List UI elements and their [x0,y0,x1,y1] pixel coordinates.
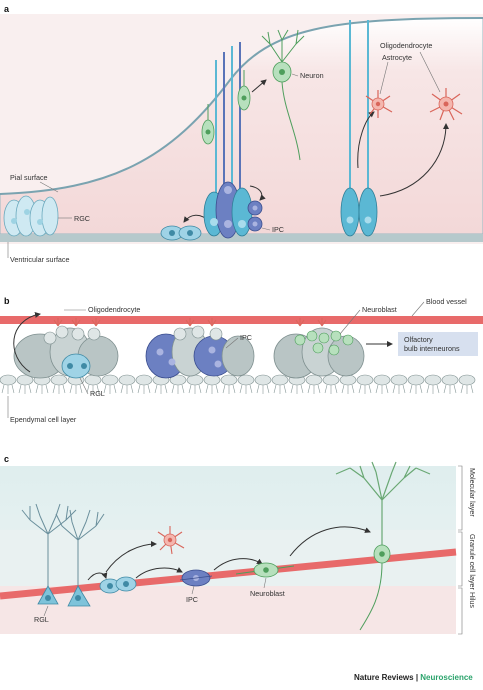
niche-cluster-left [14,318,118,378]
label-hilus: Hilus [468,592,477,608]
label-molecular-layer: Molecular layer [468,468,477,517]
label-neuroblast-c: Neuroblast [250,589,285,598]
ependymal-cilia [240,385,252,394]
ependymal-cell [323,375,339,385]
label-rgl-b: RGL [90,389,105,398]
hilus-band [0,586,456,634]
ependymal-cell [442,375,458,385]
ependymal-cell [340,375,356,385]
layer-brackets [458,466,462,634]
ependymal-cilia [427,385,439,394]
ependymal-cell [187,375,203,385]
label-ipc-a: IPC [272,225,284,234]
ependymal-cilia [461,385,473,394]
panel-a: a Pial surface RGC Ventricular surface [0,4,483,264]
ependymal-cilia [155,385,167,394]
ependymal-cell [459,375,475,385]
rgl-progeny-c [100,577,136,593]
ependymal-cell [221,375,237,385]
ependymal-cell [204,375,220,385]
ependymal-cell [102,375,118,385]
label-oligodendrocyte-b: Oligodendrocyte [88,305,140,314]
label-oligodendrocyte-a: Oligodendrocyte [380,41,432,50]
ependymal-cilia [2,385,14,394]
label-neuron: Neuron [300,71,324,80]
ependymal-cell [238,375,254,385]
ependymal-cilia [376,385,388,394]
credit-section: Neuroscience [420,673,473,682]
niche-cluster-right [274,318,364,378]
label-astrocyte: Astrocyte [382,53,412,62]
leader-blood-vessel [412,302,424,316]
ependymal-cilia [325,385,337,394]
ependymal-cilia [359,385,371,394]
ependymal-cilia [410,385,422,394]
label-granule-cell-layer: Granule cell layer [468,534,477,591]
ependymal-cilia [189,385,201,394]
ependymal-cilia [36,385,48,394]
credit-separator: | [414,673,421,682]
label-ipc-b: IPC [240,333,252,342]
label-olfactory-line2: bulb interneurons [404,344,460,353]
ependymal-cell [272,375,288,385]
panel-b-letter: b [4,296,10,306]
ependymal-cell [357,375,373,385]
ependymal-cell [306,375,322,385]
label-neuroblast-b: Neuroblast [362,305,397,314]
ependymal-cilia [444,385,456,394]
panel-c-letter: c [4,454,9,464]
label-ependymal: Ependymal cell layer [10,415,77,424]
label-ipc-c: IPC [186,595,198,604]
ependymal-cilia [257,385,269,394]
ependymal-cell [136,375,152,385]
rgc-cluster [4,196,58,236]
ependymal-cilia [138,385,150,394]
ependymal-cilia [53,385,65,394]
panel-c: c Molecular layer Granule cell layer Hil… [0,454,477,634]
niche-cluster-middle [146,318,254,378]
ependymal-cilia [223,385,235,394]
label-pial-surface: Pial surface [10,173,48,182]
ependymal-cilia [172,385,184,394]
ependymal-cilia [121,385,133,394]
ependymal-cilia [206,385,218,394]
panel-b: b Oligodendrocyte [0,296,483,424]
ependymal-cilia [104,385,116,394]
ependymal-cell [119,375,135,385]
ependymal-cilia [308,385,320,394]
credit-journal: Nature Reviews [354,673,414,682]
label-rgl-c: RGL [34,615,49,624]
ependymal-cilia [70,385,82,394]
ependymal-cell [408,375,424,385]
ependymal-cell [0,375,16,385]
panel-a-letter: a [4,4,10,14]
ependymal-cell [425,375,441,385]
ependymal-cilia [19,385,31,394]
ependymal-cell [255,375,271,385]
ependymal-cell [51,375,67,385]
label-olfactory-line1: Olfactory [404,335,433,344]
ependymal-cell [391,375,407,385]
ependymal-cell [374,375,390,385]
ependymal-layer [0,375,475,394]
ependymal-cilia [291,385,303,394]
ependymal-cilia [342,385,354,394]
credit: Nature Reviews | Neuroscience [354,673,473,682]
ependymal-cilia [274,385,286,394]
label-rgc: RGC [74,214,90,223]
label-ventricular-surface: Ventricular surface [10,255,70,264]
ependymal-cell [85,375,101,385]
ependymal-cilia [393,385,405,394]
label-blood-vessel: Blood vessel [426,297,467,306]
